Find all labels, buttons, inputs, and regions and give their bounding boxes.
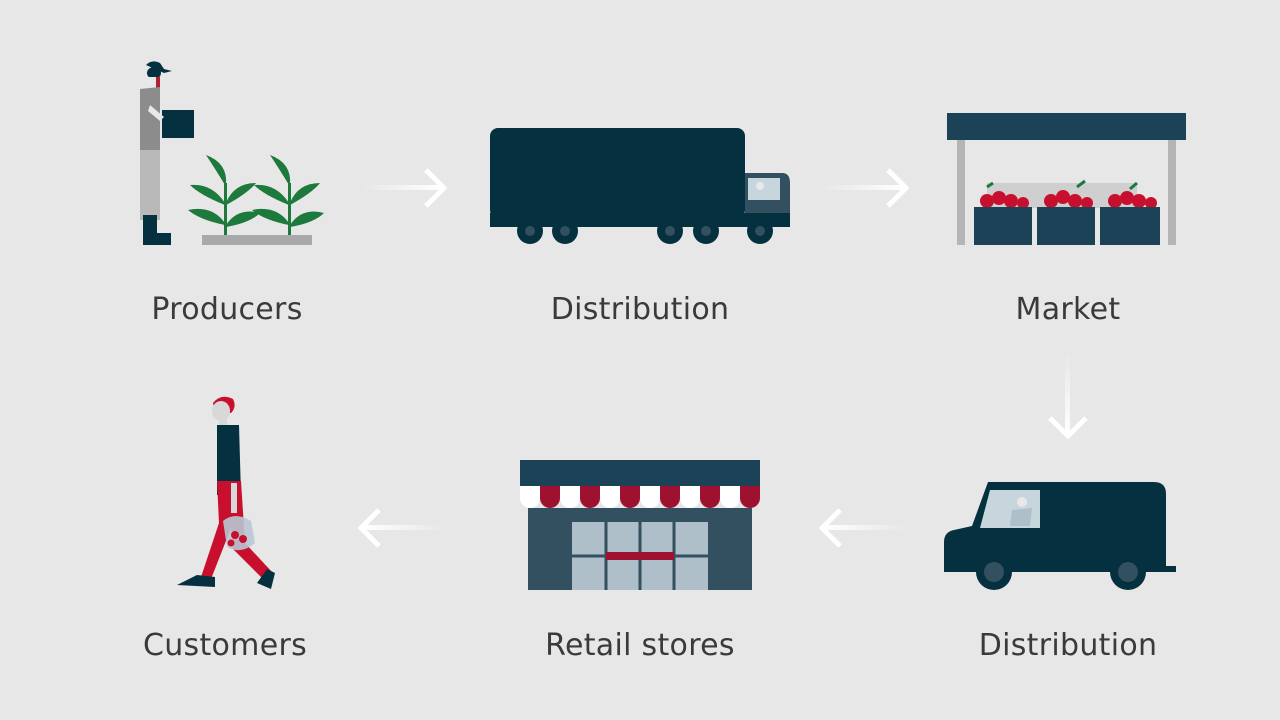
step-label-retail-stores: Retail stores <box>545 628 735 663</box>
arrow-down-icon <box>1048 352 1088 440</box>
arrow-right-icon <box>360 168 448 208</box>
step-label-market: Market <box>1015 292 1121 327</box>
arrow-left-icon <box>818 508 906 548</box>
storefront-icon <box>520 460 760 590</box>
arrow-left-icon <box>357 508 445 548</box>
market-node <box>947 113 1187 248</box>
truck-icon <box>490 128 790 244</box>
flow-arrow-4 <box>816 508 906 552</box>
customer-walking-icon <box>177 396 275 589</box>
retail-store-node <box>520 460 760 592</box>
step-label-distribution-1: Distribution <box>550 292 730 327</box>
distribution-truck-node <box>490 128 795 248</box>
customers-node <box>175 393 285 593</box>
farmer-with-plants-icon <box>140 61 324 245</box>
step-label-distribution-2: Distribution <box>978 628 1158 663</box>
arrow-right-icon <box>822 168 910 208</box>
producers-node <box>130 55 330 255</box>
step-label-producers: Producers <box>151 292 303 327</box>
distribution-van-node <box>942 480 1178 592</box>
market-stall-icon <box>947 113 1186 245</box>
flow-arrow-2 <box>822 168 912 212</box>
flow-arrow-3 <box>1048 352 1088 446</box>
flow-arrow-5 <box>355 508 445 552</box>
step-label-customers: Customers <box>142 628 308 663</box>
flow-arrow-1 <box>360 168 450 212</box>
van-icon <box>944 482 1176 590</box>
